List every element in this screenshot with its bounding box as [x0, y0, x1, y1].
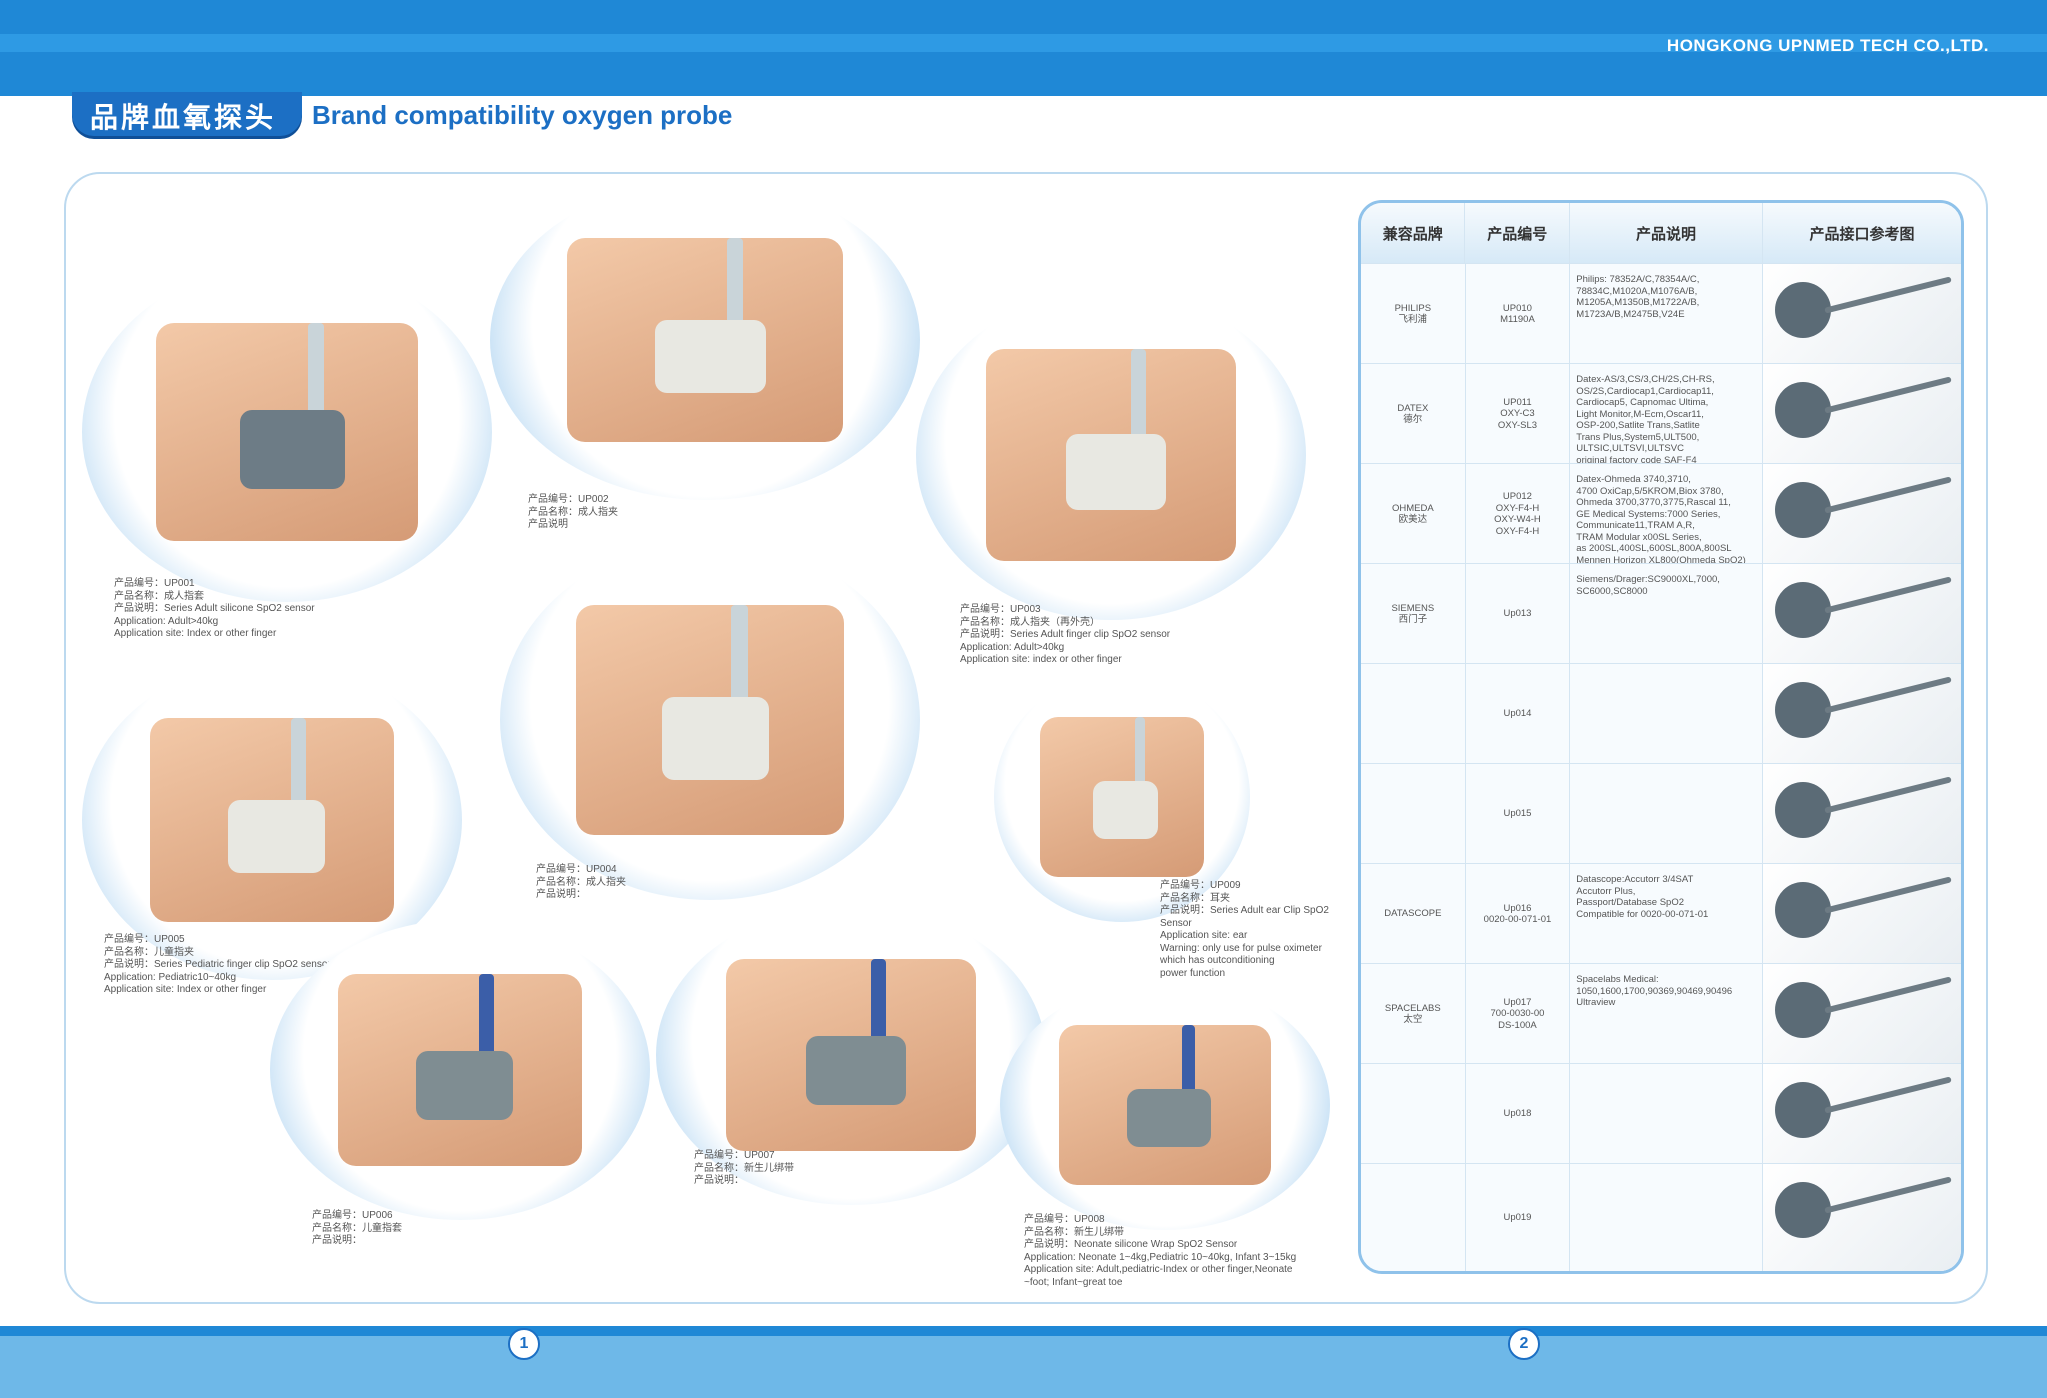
table-row: DATASCOPE Up016 0020-00-071-01 Datascope… [1361, 863, 1961, 964]
page-number-left: 1 [508, 1328, 540, 1360]
cell-brand: DATASCOPE [1361, 864, 1466, 964]
content-frame [64, 172, 1988, 1304]
header-bar: HONGKONG UPNMED TECH CO.,LTD. [0, 0, 2047, 96]
product-up002-image [490, 180, 920, 500]
header-brand: 兼容品牌 [1361, 203, 1466, 263]
table-row: DATEX 德尔 UP011 OXY-C3 OXY-SL3 Datex-AS/3… [1361, 363, 1961, 464]
cell-code: UP011 OXY-C3 OXY-SL3 [1466, 364, 1571, 464]
product-up005-image [82, 660, 462, 980]
connector-image [1762, 664, 1961, 764]
cell-brand: PHILIPS 飞利浦 [1361, 264, 1466, 364]
cell-brand: SIEMENS 西门子 [1361, 564, 1466, 664]
cell-brand [1361, 764, 1466, 864]
cell-code: Up015 [1466, 764, 1571, 864]
product-photo [150, 717, 394, 923]
cell-description: Siemens/Drager:SC9000XL,7000, SC6000,SC8… [1570, 564, 1763, 664]
title-tab: 品牌血氧探头 [72, 92, 302, 136]
product-photo [986, 349, 1236, 561]
product-up006-image [270, 920, 650, 1220]
header-interface: 产品接口参考图 [1809, 225, 1915, 243]
connector-image [1762, 364, 1961, 464]
cell-code: Up013 [1466, 564, 1571, 664]
cell-brand [1361, 664, 1466, 764]
connector-image [1762, 264, 1961, 364]
product-up009-image [994, 672, 1250, 922]
caption-up006: 产品编号：UP006 产品名称：儿童指套 产品说明： [312, 1210, 402, 1246]
header-description: 产品说明 [1570, 203, 1763, 263]
caption-up001: 产品编号：UP001 产品名称：成人指套 产品说明：Series Adult s… [114, 578, 315, 639]
table-header: 兼容品牌 产品编号 产品说明 产品接口参考图 [1361, 203, 1961, 263]
table-row: Up018 [1361, 1063, 1961, 1164]
product-photo [726, 959, 976, 1151]
caption-up005: 产品编号：UP005 产品名称：儿童指夹 产品说明：Series Pediatr… [104, 934, 331, 995]
table-row: PHILIPS 飞利浦 UP010 M1190A Philips: 78352A… [1361, 263, 1961, 364]
product-photo [567, 237, 843, 443]
connector-image [1762, 564, 1961, 664]
caption-up009: 产品编号：UP009 产品名称：耳夹 产品说明：Series Adult ear… [1160, 880, 1329, 979]
title-en: Brand compatibility oxygen probe [312, 100, 733, 130]
connector-image [1762, 864, 1961, 964]
header-code: 产品编号 [1465, 203, 1570, 263]
cell-code: Up014 [1466, 664, 1571, 764]
cell-description: Philips: 78352A/C,78354A/C, 78834C,M1020… [1570, 264, 1763, 364]
page-number-right: 2 [1508, 1328, 1540, 1360]
table-row: Up019 [1361, 1163, 1961, 1271]
cell-description: Spacelabs Medical: 1050,1600,1700,90369,… [1570, 964, 1763, 1064]
caption-up007: 产品编号：UP007 产品名称：新生儿绑带 产品说明： [694, 1150, 794, 1186]
header-stripe [0, 34, 2047, 52]
cell-code: Up018 [1466, 1064, 1571, 1164]
cell-description [1570, 664, 1763, 764]
footer-bar [0, 1326, 2047, 1398]
table-row: Up015 [1361, 763, 1961, 864]
table-row: Up014 [1361, 663, 1961, 764]
connector-image [1762, 464, 1961, 564]
product-photo [1040, 717, 1204, 877]
cell-brand: SPACELABS 太空 [1361, 964, 1466, 1064]
product-up008-image [1000, 980, 1330, 1230]
cell-description [1570, 1164, 1763, 1271]
product-up001-image [82, 262, 492, 602]
product-up003-image [916, 290, 1306, 620]
caption-up004: 产品编号：UP004 产品名称：成人指夹 产品说明： [536, 864, 626, 900]
product-photo [155, 323, 419, 541]
cell-code: UP010 M1190A [1466, 264, 1571, 364]
cell-description [1570, 764, 1763, 864]
connector-image [1762, 1064, 1961, 1164]
cell-brand: DATEX 德尔 [1361, 364, 1466, 464]
cell-code: Up019 [1466, 1164, 1571, 1271]
cell-brand [1361, 1164, 1466, 1271]
cell-code: Up017 700-0030-00 DS-100A [1466, 964, 1571, 1064]
compatibility-table: 兼容品牌 产品编号 产品说明 产品接口参考图 PHILIPS 飞利浦 UP010… [1358, 200, 1964, 1274]
company-name: HONGKONG UPNMED TECH CO.,LTD. [1666, 36, 1989, 55]
cell-brand [1361, 1064, 1466, 1164]
connector-image [1762, 764, 1961, 864]
cell-description: Datex-AS/3,CS/3,CH/2S,CH-RS, OS/2S,Cardi… [1570, 364, 1763, 464]
title-cn: 品牌血氧探头 [90, 102, 277, 133]
caption-up003: 产品编号：UP003 产品名称：成人指夹（再外壳） 产品说明：Series Ad… [960, 604, 1171, 665]
cell-description: Datex-Ohmeda 3740,3710, 4700 OxiCap,5/5K… [1570, 464, 1763, 564]
table-row: SIEMENS 西门子 Up013 Siemens/Drager:SC9000X… [1361, 563, 1961, 664]
product-photo [575, 604, 845, 836]
footer-stripe [0, 1326, 2047, 1336]
caption-up008: 产品编号：UP008 产品名称：新生儿绑带 产品说明：Neonate silic… [1024, 1214, 1297, 1288]
cell-description: Datascope:Accutorr 3/4SAT Accutorr Plus,… [1570, 864, 1763, 964]
product-photo [1059, 1025, 1271, 1185]
connector-image [1762, 1164, 1961, 1271]
cell-description [1570, 1064, 1763, 1164]
product-photo [338, 974, 582, 1166]
cell-code: UP012 OXY-F4-H OXY-W4-H OXY-F4-H [1466, 464, 1571, 564]
caption-up002: 产品编号：UP002 产品名称：成人指夹 产品说明 [528, 494, 618, 530]
table-row: SPACELABS 太空 Up017 700-0030-00 DS-100A S… [1361, 963, 1961, 1064]
cell-brand: OHMEDA 欧美达 [1361, 464, 1466, 564]
product-up004-image [500, 540, 920, 900]
table-row: OHMEDA 欧美达 UP012 OXY-F4-H OXY-W4-H OXY-F… [1361, 463, 1961, 564]
product-up007-image [656, 905, 1046, 1205]
connector-image [1762, 964, 1961, 1064]
cell-code: Up016 0020-00-071-01 [1466, 864, 1571, 964]
